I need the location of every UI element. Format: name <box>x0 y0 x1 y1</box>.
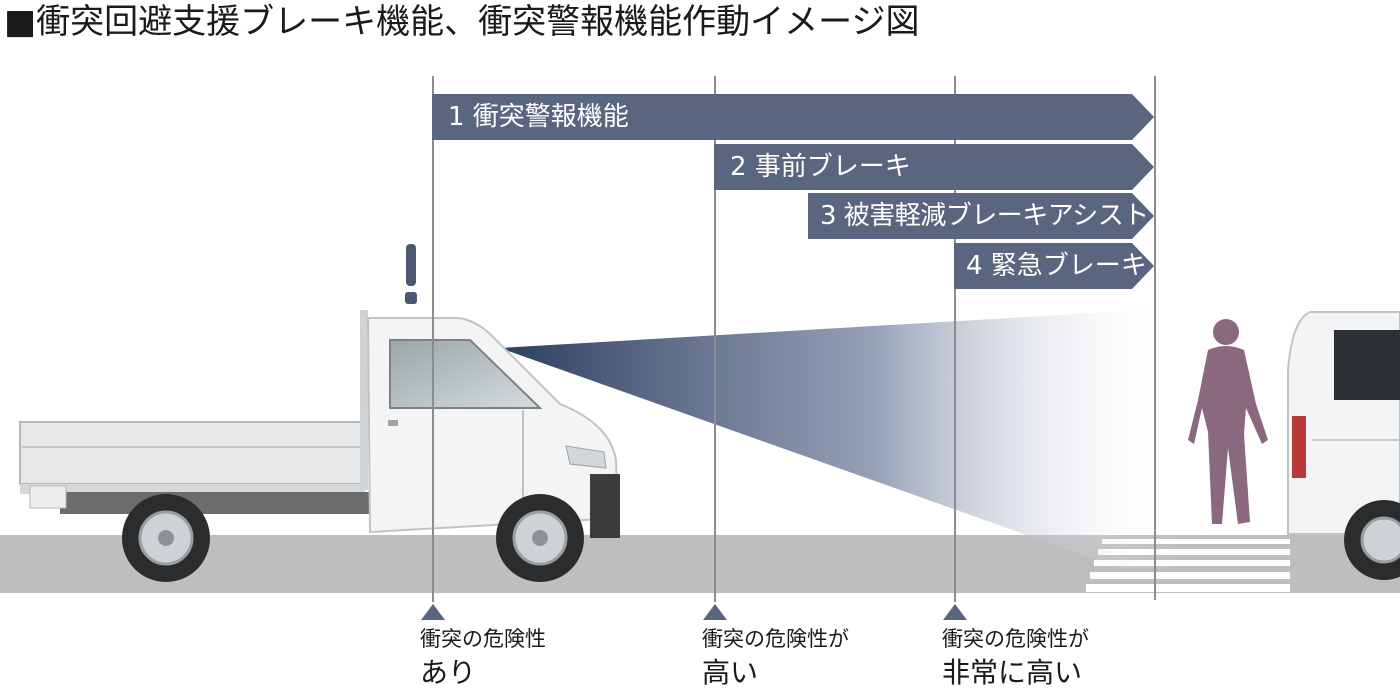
crosswalk <box>1086 539 1290 592</box>
sensor-beam <box>500 308 1180 568</box>
van-icon <box>1287 311 1400 580</box>
risk-label-line1: 衝突の危険性が <box>942 627 1089 651</box>
pickup-truck-icon <box>19 310 620 582</box>
stage-3-brake-assist: 3 被害軽減ブレーキアシスト <box>808 193 1154 239</box>
risk-label-line2: あり <box>420 656 477 689</box>
triangle-up-icon <box>421 604 967 620</box>
risk-label-high: 衝突の危険性が 高い <box>702 626 849 692</box>
stage-4-emergency-brake: 4 緊急ブレーキ <box>954 243 1154 289</box>
pedestrian-icon <box>1188 319 1268 524</box>
risk-label-line1: 衝突の危険性 <box>420 627 546 651</box>
stage-2-pre-brake: 2 事前ブレーキ <box>714 144 1154 190</box>
stage-1-collision-warning: 1 衝突警報機能 <box>432 94 1154 140</box>
risk-label-present: 衝突の危険性 あり <box>420 626 546 692</box>
risk-label-very-high: 衝突の危険性が 非常に高い <box>942 626 1089 692</box>
page-title: ■衝突回避支援ブレーキ機能、衝突警報機能作動イメージ図 <box>4 2 920 42</box>
exclamation-icon <box>405 244 417 304</box>
risk-label-line1: 衝突の危険性が <box>702 627 849 651</box>
risk-label-line2: 高い <box>702 656 759 689</box>
risk-label-line2: 非常に高い <box>942 656 1083 689</box>
